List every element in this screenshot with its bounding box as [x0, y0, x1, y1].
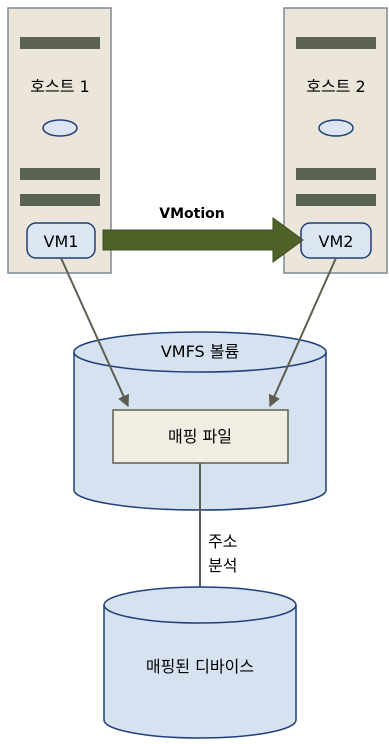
host-2: 호스트 2 VM2: [283, 7, 388, 274]
address-resolution-line2: 분석: [208, 556, 237, 575]
host-1-bar-2: [20, 168, 100, 180]
host-1-disk-icon: [42, 119, 78, 137]
mapped-device-label: 매핑된 디바이스: [146, 657, 254, 676]
vmotion-arrow-shape: [102, 217, 304, 263]
vm2-to-mapping-connector: [268, 257, 337, 408]
vmfs-volume: VMFS 볼륨 매핑 파일: [73, 331, 327, 511]
host-2-bar-3: [296, 194, 376, 206]
mapped-device-cylinder-body: [103, 605, 297, 739]
vmotion-arrow: VMotion: [102, 206, 304, 263]
vmfs-volume-label: VMFS 볼륨: [161, 342, 239, 361]
host-2-disk-icon: [318, 119, 354, 137]
vmotion-label: VMotion: [159, 206, 224, 222]
mapped-device: 매핑된 디바이스: [103, 586, 297, 739]
host-2-top-bar: [296, 37, 376, 49]
host-1-label: 호스트 1: [30, 77, 89, 96]
mapped-device-cylinder-top: [103, 586, 297, 624]
vmfs-cylinder-top: [73, 331, 327, 373]
mapping-file-label: 매핑 파일: [168, 427, 232, 446]
host-1-top-bar: [20, 37, 100, 49]
vm1-label: VM1: [44, 232, 79, 251]
host-2-bar-2: [296, 168, 376, 180]
vm2-label: VM2: [319, 232, 354, 251]
host-1: 호스트 1 VM1: [7, 7, 112, 274]
host-1-bar-3: [20, 194, 100, 206]
address-resolution-line1: 주소: [208, 532, 237, 551]
host-2-label: 호스트 2: [306, 77, 365, 96]
vm1-to-mapping-connector: [60, 257, 130, 408]
